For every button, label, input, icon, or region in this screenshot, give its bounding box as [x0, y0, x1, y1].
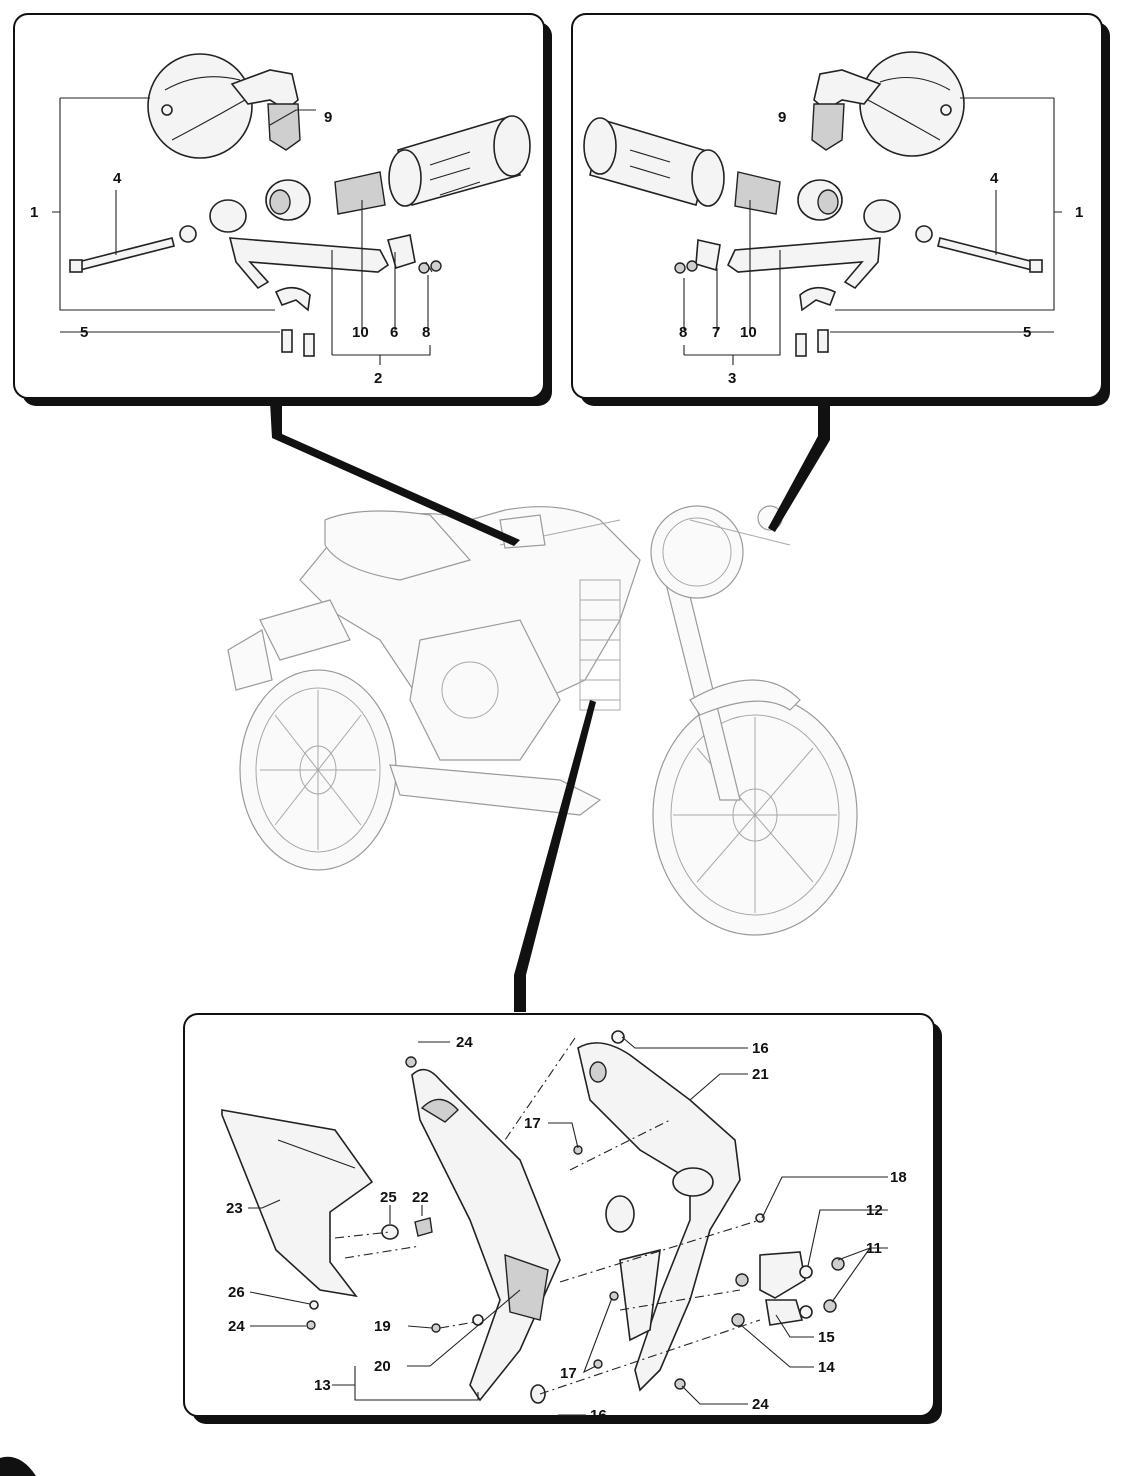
- callout-1: 1: [30, 204, 38, 221]
- callout-4: 4: [990, 170, 999, 187]
- left-handlebar-panel: 1 2 4 5 6 8 9 10: [13, 13, 552, 406]
- grip-icon: [388, 115, 531, 207]
- leader-wedges: [270, 402, 830, 1012]
- callout-24: 24: [228, 1318, 245, 1335]
- right-handlebar-panel: 1 3 4 5 7 8 9 10: [571, 13, 1110, 406]
- callout-21: 21: [752, 1066, 769, 1083]
- callout-8: 8: [422, 324, 430, 341]
- callout-18: 18: [890, 1169, 907, 1186]
- callout-10: 10: [740, 324, 757, 341]
- side-panel-assembly: 11 12 13 14 15 16 16 17 17 18 19 20 21 2…: [183, 1013, 942, 1424]
- callout-13: 13: [314, 1377, 331, 1394]
- lever-guard-icon: [726, 237, 881, 290]
- callout-17: 17: [560, 1365, 577, 1382]
- callout-12: 12: [866, 1202, 883, 1219]
- callout-14: 14: [818, 1359, 835, 1376]
- callout-26: 26: [228, 1284, 245, 1301]
- callout-9: 9: [324, 109, 332, 126]
- callout-6: 6: [390, 324, 398, 341]
- callout-1: 1: [1075, 204, 1083, 221]
- side-panel-icon: [221, 1030, 845, 1404]
- grip-icon: [583, 117, 725, 207]
- callout-10: 10: [352, 324, 369, 341]
- mirror-icon: [147, 53, 301, 159]
- corner-tab: [0, 1456, 36, 1476]
- callout-16: 16: [752, 1040, 769, 1057]
- callout-24: 24: [752, 1396, 769, 1413]
- callout-15: 15: [818, 1329, 835, 1346]
- callout-2: 2: [374, 370, 382, 387]
- callout-11: 11: [866, 1240, 882, 1257]
- callout-17: 17: [524, 1115, 541, 1132]
- callout-5: 5: [80, 324, 88, 341]
- mirror-icon: [811, 51, 965, 157]
- callout-24: 24: [456, 1034, 473, 1051]
- callout-23: 23: [226, 1200, 243, 1217]
- callout-9: 9: [778, 109, 786, 126]
- callout-22: 22: [412, 1189, 429, 1206]
- motorcycle-icon: [227, 505, 858, 936]
- callout-7: 7: [712, 324, 720, 341]
- callout-20: 20: [374, 1358, 391, 1375]
- callout-4: 4: [113, 170, 122, 187]
- lever-guard-icon: [228, 237, 390, 290]
- callout-3: 3: [728, 370, 736, 387]
- callout-8: 8: [679, 324, 687, 341]
- callout-5: 5: [1023, 324, 1031, 341]
- callout-19: 19: [374, 1318, 391, 1335]
- callout-16: 16: [590, 1407, 607, 1424]
- callout-25: 25: [380, 1189, 397, 1206]
